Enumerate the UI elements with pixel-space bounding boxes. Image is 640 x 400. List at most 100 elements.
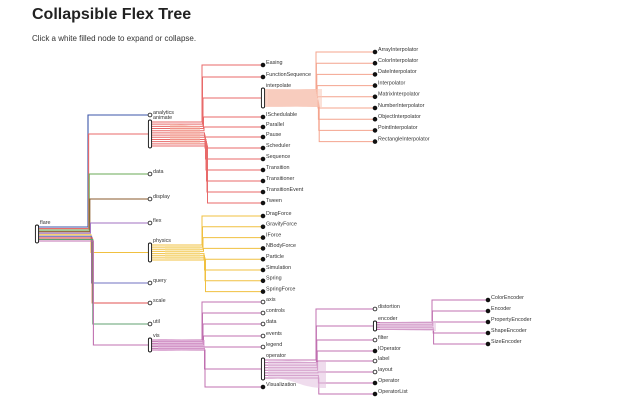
tree-node-interpolate[interactable]: interpolate: [260, 83, 291, 109]
node-layer: ArrayInterpolatorColorInterpolatorDateIn…: [34, 47, 532, 397]
tree-node-axis[interactable]: axis: [260, 297, 276, 305]
tree-node-operator[interactable]: operator: [260, 353, 286, 381]
node-label: Spring: [266, 276, 282, 282]
tree-node-filter[interactable]: filter: [372, 335, 388, 343]
tree-node-label[interactable]: label: [372, 356, 389, 364]
tree-node-flex[interactable]: flex: [147, 218, 162, 226]
collapsed-node-circle[interactable]: [260, 333, 266, 339]
node-circle: [485, 308, 491, 314]
node-circle: [260, 267, 266, 273]
tree-node-operator-list: OperatorList: [372, 389, 408, 397]
expanded-node-bar[interactable]: [147, 119, 153, 149]
link-layer: [39, 51, 486, 395]
node-circle: [260, 178, 266, 184]
node-label: Sequence: [266, 154, 290, 160]
collapsed-node-circle[interactable]: [372, 337, 378, 343]
tree-node-layout[interactable]: layout: [372, 367, 393, 375]
node-label: query: [153, 278, 167, 284]
tree-node-parallel: Parallel: [260, 122, 284, 130]
tree-node-pause: Pause: [260, 132, 281, 140]
node-circle: [260, 156, 266, 162]
node-label: PropertyEncoder: [491, 317, 532, 323]
tree-node-analytics[interactable]: analytics: [147, 110, 174, 118]
tree-node-point-interpolator: PointInterpolator: [372, 125, 418, 133]
node-label: events: [266, 331, 282, 337]
link-vis-operator: [152, 347, 261, 370]
node-label: interpolate: [266, 83, 291, 89]
operator-bundle: [268, 360, 326, 388]
expanded-node-bar[interactable]: [147, 337, 153, 353]
node-circle: [260, 256, 266, 262]
collapsed-node-circle[interactable]: [372, 358, 378, 364]
node-label: DragForce: [266, 211, 291, 217]
collapsed-node-circle[interactable]: [372, 369, 378, 375]
node-label: axis: [266, 297, 276, 303]
collapsed-node-circle[interactable]: [147, 196, 153, 202]
tree-node-distortion[interactable]: distortion: [372, 304, 400, 312]
expanded-node-bar[interactable]: [147, 242, 153, 263]
node-label: filter: [378, 335, 388, 341]
node-label: SpringForce: [266, 286, 295, 292]
node-label: vis: [153, 333, 160, 339]
collapsed-node-circle[interactable]: [260, 321, 266, 327]
expanded-node-bar[interactable]: [260, 357, 266, 381]
tree-node-data[interactable]: data: [147, 169, 164, 177]
node-circle: [372, 94, 378, 100]
expanded-node-bar[interactable]: [34, 224, 40, 244]
node-circle: [260, 167, 266, 173]
tree-node-particle: Particle: [260, 254, 284, 262]
node-label: MatrixInterpolator: [378, 92, 420, 98]
tree-node-vis[interactable]: vis: [147, 333, 160, 353]
collapsed-node-circle[interactable]: [147, 112, 153, 118]
tree-node-iforce: IForce: [260, 232, 281, 240]
node-label: Pause: [266, 132, 281, 138]
tree-node-display[interactable]: display: [147, 194, 170, 202]
tree-node-util[interactable]: util: [147, 319, 160, 327]
tree-node-ioperator: IOperator: [372, 346, 401, 354]
tree-node-function-sequence: FunctionSequence: [260, 72, 311, 80]
tree-node-flare[interactable]: flare: [34, 220, 51, 244]
tree-node-physics[interactable]: physics: [147, 238, 171, 263]
tree-node-interpolator: Interpolator: [372, 80, 405, 88]
node-circle: [260, 134, 266, 140]
tree-node-simulation: Simulation: [260, 265, 291, 273]
node-label: ISchedulable: [266, 112, 297, 118]
collapsed-node-circle[interactable]: [260, 310, 266, 316]
collapsed-node-circle[interactable]: [147, 220, 153, 226]
collapsed-node-circle[interactable]: [147, 171, 153, 177]
collapsed-node-circle[interactable]: [147, 300, 153, 306]
tree-node-legend[interactable]: legend: [260, 342, 282, 350]
node-label: layout: [378, 367, 393, 373]
animate-bundle: [170, 124, 200, 144]
node-label: Easing: [266, 60, 282, 66]
tree-node-animate[interactable]: animate: [147, 115, 172, 149]
collapsed-node-circle[interactable]: [147, 321, 153, 327]
node-label: ColorInterpolator: [378, 58, 418, 64]
node-label: physics: [153, 238, 171, 244]
tree-node-controls[interactable]: controls: [260, 308, 285, 316]
tree-node-size-encoder: SizeEncoder: [485, 339, 522, 347]
node-circle: [260, 278, 266, 284]
tree-node-encoder[interactable]: encoder: [372, 316, 398, 332]
collapsed-node-circle[interactable]: [260, 299, 266, 305]
link-flare-util: [39, 238, 148, 325]
tree-node-query[interactable]: query: [147, 278, 167, 286]
expanded-node-bar[interactable]: [372, 320, 378, 332]
tree-node-rectangle-interpolator: RectangleInterpolator: [372, 136, 430, 144]
collapsed-node-circle[interactable]: [372, 306, 378, 312]
tree-node-data[interactable]: data: [260, 319, 277, 327]
node-circle: [260, 189, 266, 195]
node-label: DateInterpolator: [378, 69, 417, 75]
link-flare-animate: [39, 133, 148, 230]
tree-node-color-encoder: ColorEncoder: [485, 295, 524, 303]
node-circle: [485, 297, 491, 303]
node-label: encoder: [378, 316, 398, 322]
collapsed-node-circle[interactable]: [147, 280, 153, 286]
tree-node-events[interactable]: events: [260, 331, 282, 339]
expanded-node-bar[interactable]: [260, 87, 266, 109]
node-label: ColorEncoder: [491, 295, 524, 301]
collapsed-node-circle[interactable]: [260, 344, 266, 350]
tree-node-scale[interactable]: scale: [147, 298, 166, 306]
node-label: NBodyForce: [266, 243, 296, 249]
